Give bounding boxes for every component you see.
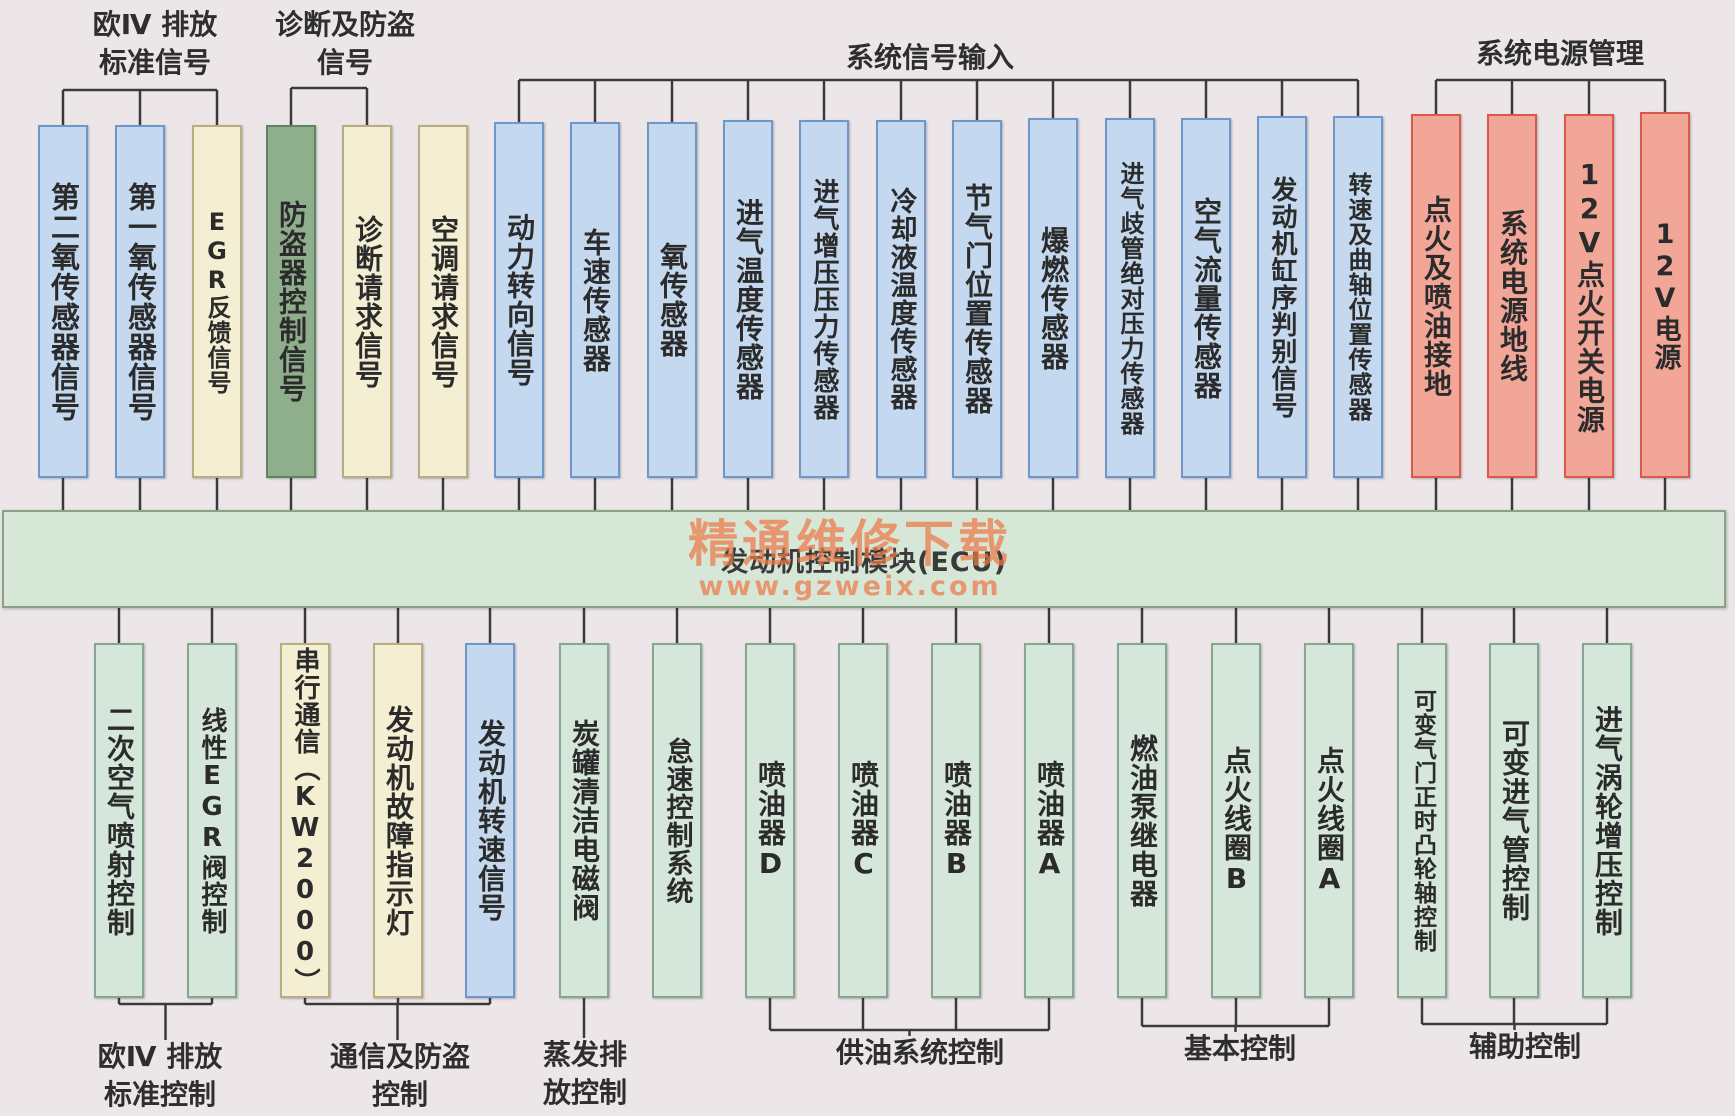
- bottom-signal-box-12: 点火线圈B: [1211, 643, 1261, 998]
- top-signal-box-19: 系统电源地线: [1487, 114, 1537, 478]
- bottom-group-label-3: 供油系统控制: [835, 1036, 1004, 1069]
- bottom-signal-label: 喷油器C: [847, 760, 880, 881]
- top-signal-label: 12V点火开关电源: [1573, 158, 1606, 434]
- bottom-signal-box-13: 点火线圈A: [1304, 643, 1354, 998]
- top-signal-box-17: 转速及曲轴位置传感器: [1333, 116, 1383, 478]
- top-signal-label: 氧传感器: [656, 242, 689, 358]
- top-signal-box-14: 进气歧管绝对压力传感器: [1105, 118, 1155, 478]
- bottom-signal-box-6: 怠速控制系统: [652, 643, 702, 998]
- bottom-signal-box-2: 串行通信（KW2000）: [280, 643, 330, 998]
- bottom-group-label-5: 辅助控制: [1468, 1030, 1581, 1063]
- top-signal-label: 第一氧传感器信号: [123, 181, 158, 422]
- top-group-label-1: 诊断及防盗 信号: [274, 8, 415, 79]
- top-signal-box-6: 动力转向信号: [494, 122, 544, 478]
- top-signal-box-8: 氧传感器: [647, 122, 697, 478]
- top-signal-box-16: 发动机缸序判别信号: [1257, 116, 1307, 478]
- top-signal-label: 冷却液温度传感器: [885, 187, 917, 411]
- bottom-signal-label: 点火线圈B: [1220, 745, 1253, 896]
- top-signal-box-15: 空气流量传感器: [1181, 118, 1231, 478]
- bottom-signal-label: 线性EGR阀控制: [197, 706, 227, 935]
- top-signal-box-21: 12V电源: [1640, 112, 1690, 478]
- bottom-signal-label: 发动机故障指示灯: [382, 704, 415, 937]
- bottom-signal-label: 炭罐清洁电磁阀: [568, 719, 601, 922]
- top-signal-box-20: 12V点火开关电源: [1564, 114, 1614, 478]
- top-signal-box-7: 车速传感器: [570, 122, 620, 478]
- ecu-module-bar: 发动机控制模块(ECU): [2, 510, 1726, 608]
- top-signal-box-5: 空调请求信号: [418, 125, 468, 478]
- top-signal-box-0: 第二氧传感器信号: [38, 125, 88, 478]
- top-group-label-2: 系统信号输入: [845, 41, 1014, 74]
- top-signal-box-3: 防盗器控制信号: [266, 125, 316, 478]
- top-signal-label: 诊断请求信号: [351, 214, 384, 389]
- top-signal-label: 空气流量传感器: [1190, 196, 1223, 400]
- bottom-signal-label: 进气涡轮增压控制: [1591, 704, 1624, 937]
- bottom-signal-box-4: 发动机转速信号: [465, 643, 515, 998]
- bottom-signal-box-7: 喷油器D: [745, 643, 795, 998]
- ecu-module-label: 发动机控制模块(ECU): [721, 546, 1007, 578]
- bottom-signal-box-16: 进气涡轮增压控制: [1582, 643, 1632, 998]
- top-signal-label: 爆燃传感器: [1037, 225, 1070, 371]
- bottom-signal-box-14: 可变气门正时凸轮轴控制: [1397, 643, 1447, 998]
- top-signal-box-13: 爆燃传感器: [1028, 118, 1078, 478]
- top-signal-label: 进气歧管绝对压力传感器: [1116, 160, 1144, 436]
- bottom-signal-label: 喷油器B: [940, 760, 973, 881]
- top-signal-label: 车速传感器: [579, 227, 612, 373]
- top-signal-label: 点火及喷油接地: [1420, 194, 1453, 398]
- top-signal-label: 12V电源: [1649, 219, 1681, 371]
- top-signal-box-4: 诊断请求信号: [342, 125, 392, 478]
- top-signal-label: 进气温度传感器: [732, 197, 765, 401]
- bottom-signal-box-1: 线性EGR阀控制: [187, 643, 237, 998]
- bottom-group-label-2: 蒸发排 放控制: [542, 1038, 627, 1109]
- top-signal-label: 动力转向信号: [503, 213, 536, 387]
- bottom-signal-label: 发动机转速信号: [474, 719, 507, 922]
- bottom-signal-label: 串行通信（KW2000）: [290, 646, 320, 995]
- bottom-signal-label: 可变气门正时凸轮轴控制: [1409, 688, 1436, 953]
- top-signal-box-9: 进气温度传感器: [723, 120, 773, 478]
- bottom-signal-box-15: 可变进气管控制: [1489, 643, 1539, 998]
- bottom-signal-box-10: 喷油器A: [1024, 643, 1074, 998]
- top-signal-box-18: 点火及喷油接地: [1411, 114, 1461, 478]
- bottom-group-label-0: 欧Ⅳ 排放 标准控制: [97, 1040, 223, 1111]
- top-signal-box-12: 节气门位置传感器: [952, 120, 1002, 478]
- top-signal-box-2: EGR反馈信号: [192, 125, 242, 478]
- bottom-group-label-4: 基本控制: [1183, 1032, 1296, 1065]
- bottom-signal-label: 点火线圈A: [1313, 745, 1346, 896]
- bottom-signal-label: 燃油泵继电器: [1126, 733, 1159, 908]
- top-signal-label: EGR反馈信号: [203, 208, 231, 395]
- top-signal-label: 进气增压压力传感器: [809, 177, 839, 421]
- bottom-signal-label: 可变进气管控制: [1498, 719, 1531, 922]
- bottom-signal-label: 怠速控制系统: [661, 736, 693, 905]
- top-signal-label: 系统电源地线: [1496, 209, 1529, 383]
- top-group-label-3: 系统电源管理: [1475, 37, 1644, 70]
- top-signal-label: 第二氧传感器信号: [46, 181, 81, 422]
- top-signal-label: 节气门位置传感器: [961, 183, 994, 415]
- top-signal-box-11: 冷却液温度传感器: [876, 120, 926, 478]
- bottom-signal-label: 喷油器D: [754, 760, 787, 881]
- bottom-group-label-1: 通信及防盗 控制: [329, 1040, 470, 1111]
- bottom-signal-box-5: 炭罐清洁电磁阀: [559, 643, 609, 998]
- top-signal-label: 空调请求信号: [427, 214, 460, 389]
- top-signal-box-1: 第一氧传感器信号: [115, 125, 165, 478]
- bottom-signal-box-9: 喷油器B: [931, 643, 981, 998]
- top-signal-label: 防盗器控制信号: [275, 200, 308, 403]
- bottom-signal-box-8: 喷油器C: [838, 643, 888, 998]
- top-signal-box-10: 进气增压压力传感器: [799, 120, 849, 478]
- bottom-signal-box-11: 燃油泵继电器: [1117, 643, 1167, 998]
- top-signal-label: 发动机缸序判别信号: [1267, 175, 1297, 419]
- bottom-signal-box-0: 二次空气喷射控制: [94, 643, 144, 998]
- bottom-signal-label: 喷油器A: [1033, 760, 1066, 881]
- top-signal-label: 转速及曲轴位置传感器: [1344, 172, 1372, 422]
- bottom-signal-box-3: 发动机故障指示灯: [373, 643, 423, 998]
- top-group-label-0: 欧Ⅳ 排放 标准信号: [92, 8, 218, 79]
- bottom-signal-label: 二次空气喷射控制: [103, 704, 136, 937]
